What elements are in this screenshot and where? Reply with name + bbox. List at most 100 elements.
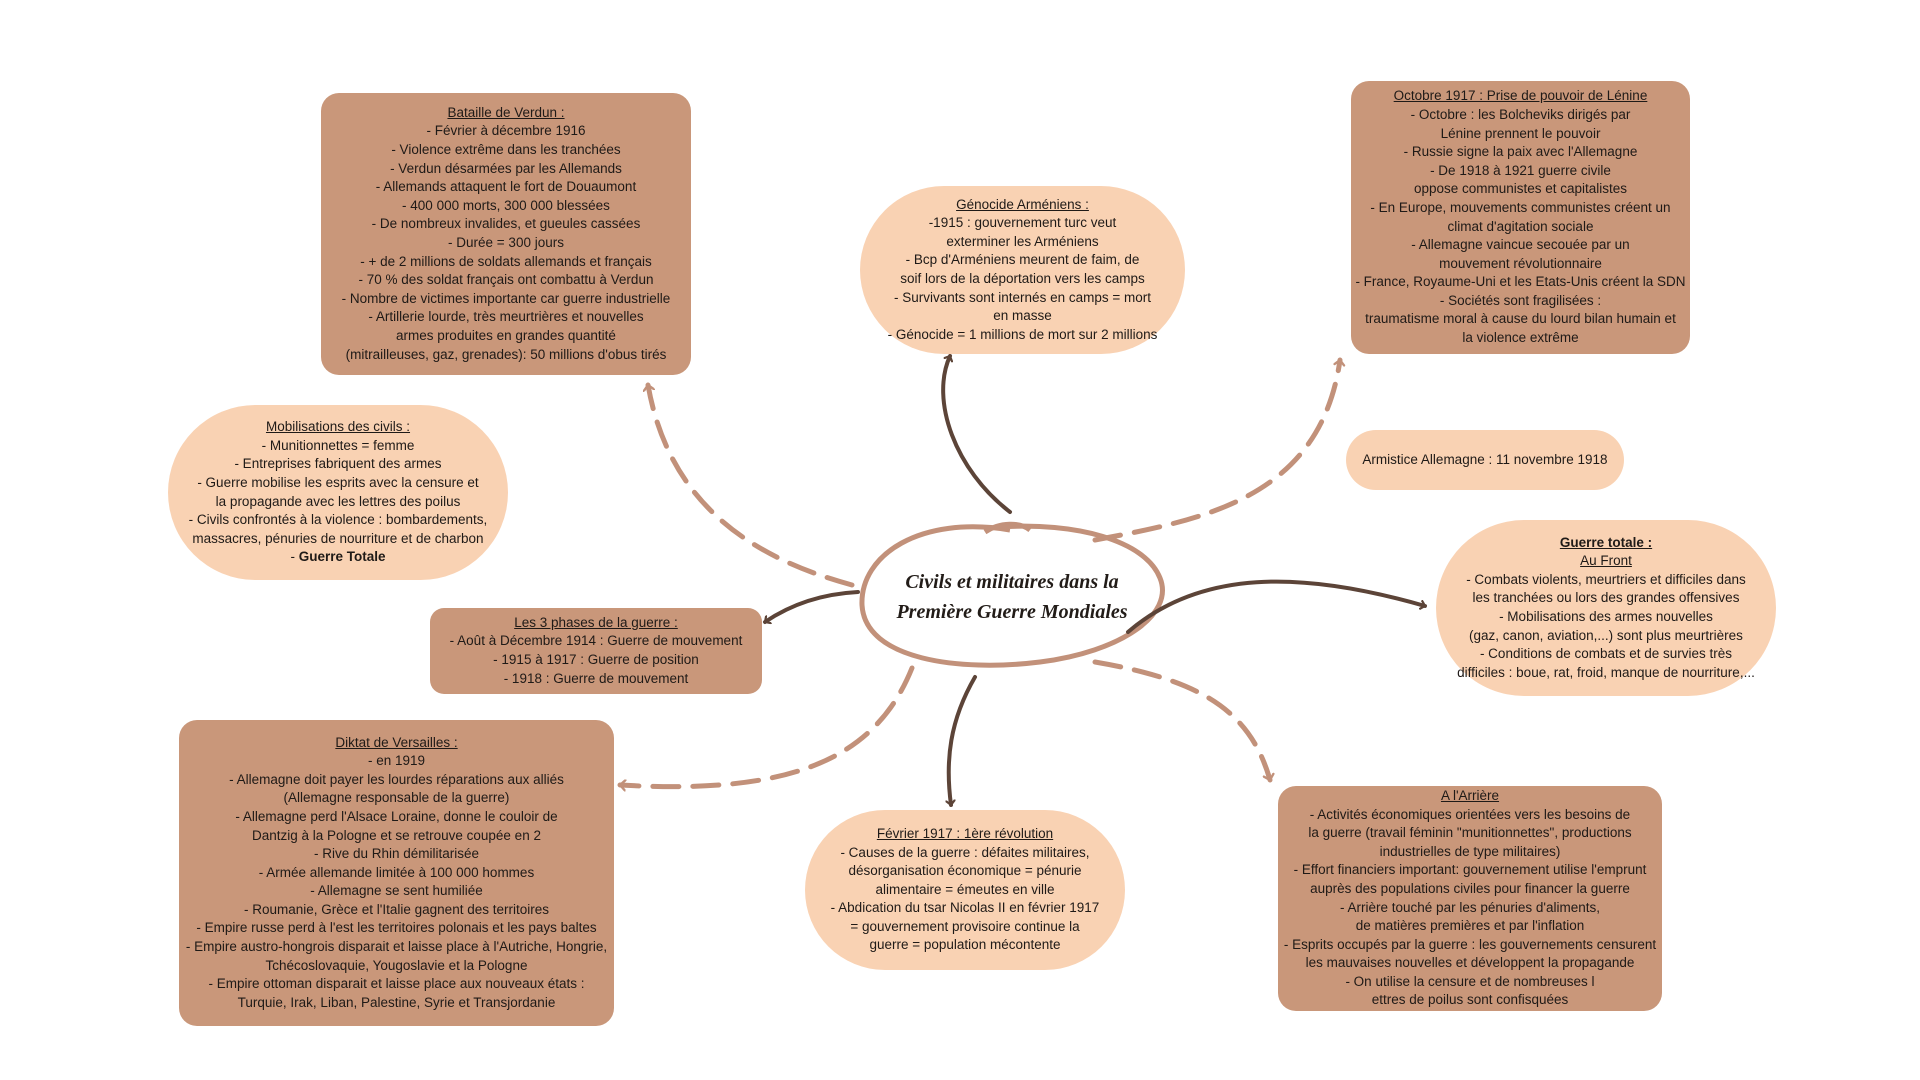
box-line: alimentaire = émeutes en ville bbox=[875, 881, 1055, 897]
box-title: Octobre 1917 : Prise de pouvoir de Lénin… bbox=[1393, 88, 1648, 104]
box-line: - Civils confrontés à la violence : bomb… bbox=[188, 512, 488, 528]
box-line: - 70 % des soldat français ont combattu … bbox=[358, 272, 654, 288]
box-title: Diktat de Versailles : bbox=[335, 734, 458, 750]
box-line: désorganisation économique = pénurie bbox=[848, 863, 1082, 879]
box-line-bold: Guerre Totale bbox=[298, 549, 386, 565]
box-line: - Entreprises fabriquent des armes bbox=[234, 456, 442, 472]
box-line: - Roumanie, Grèce et l'Italie gagnent de… bbox=[244, 901, 549, 917]
box-line: soif lors de la déportation vers les cam… bbox=[900, 271, 1145, 286]
box-line: climat d'agitation sociale bbox=[1447, 218, 1594, 234]
box-line: - Rive du Rhin démilitarisée bbox=[313, 846, 480, 862]
box-line: massacres, pénuries de nourriture et de … bbox=[192, 530, 484, 546]
box-line-prefix: - bbox=[290, 549, 299, 565]
box-line: - 1918 : Guerre de mouvement bbox=[503, 670, 689, 686]
box-line: - Munitionnettes = femme bbox=[261, 437, 415, 453]
box-line-last: - Guerre Totale bbox=[290, 548, 385, 567]
box-line: la violence extrême bbox=[1462, 330, 1579, 346]
box-line: industrielles de type militaires) bbox=[1379, 843, 1561, 859]
central-topic: Civils et militaires dans la Première Gu… bbox=[862, 532, 1162, 662]
box-line: - Allemagne se sent humiliée bbox=[310, 883, 483, 899]
arrow-to-diktat bbox=[617, 665, 915, 787]
box-line: les mauvaises nouvelles et développent l… bbox=[1305, 955, 1635, 971]
box-line: - Allemands attaquent le fort de Douaumo… bbox=[375, 179, 637, 195]
box-line: la guerre (travail féminin "munitionnett… bbox=[1308, 825, 1632, 841]
arrow-to-fevrier bbox=[949, 675, 977, 807]
box-line: - Allemagne doit payer les lourdes répar… bbox=[229, 771, 564, 787]
box-line: (Allemagne responsable de la guerre) bbox=[283, 790, 510, 806]
box-line: mouvement révolutionnaire bbox=[1439, 255, 1602, 271]
box-line: - Allemagne perd l'Alsace Loraine, donne… bbox=[235, 808, 558, 824]
box-title: Les 3 phases de la guerre : bbox=[514, 614, 678, 630]
box-line: auprès des populations civiles pour fina… bbox=[1310, 880, 1630, 896]
box-arriere: A l'Arrière - Activités économiques orie… bbox=[1278, 786, 1662, 1011]
box-diktat: Diktat de Versailles : - en 1919 - Allem… bbox=[179, 720, 614, 1026]
box-line: (mitrailleuses, gaz, grenades): 50 milli… bbox=[345, 346, 667, 362]
box-line: - 1915 à 1917 : Guerre de position bbox=[493, 652, 699, 667]
box-line: (gaz, canon, aviation,...) sont plus meu… bbox=[1469, 627, 1743, 643]
box-line: - Artillerie lourde, très meurtrières et… bbox=[368, 309, 644, 325]
box-line: - Guerre mobilise les esprits avec la ce… bbox=[197, 474, 479, 490]
box-text: Armistice Allemagne : 11 novembre 1918 bbox=[1362, 451, 1608, 467]
box-line: - Russie signe la paix avec l'Allemagne bbox=[1403, 144, 1638, 160]
box-line: - Sociétés sont fragilisées : bbox=[1439, 292, 1602, 308]
box-line: = gouvernement provisoire continue la bbox=[850, 918, 1080, 934]
arrow-to-genocide bbox=[941, 354, 1012, 514]
box-line: ettres de poilus sont confisquées bbox=[1371, 992, 1569, 1008]
box-title: Mobilisations des civils : bbox=[265, 419, 411, 435]
box-verdun: Bataille de Verdun : - Février à décembr… bbox=[321, 93, 691, 375]
box-line: les tranchées ou lors des grandes offens… bbox=[1472, 590, 1740, 606]
box-line: - en 1919 bbox=[367, 753, 426, 769]
box-line: la propagande avec les lettres des poilu… bbox=[215, 493, 461, 509]
box-line: - De nombreux invalides, et gueules cass… bbox=[371, 216, 641, 232]
box-line: Tchécoslovaquie, Yougoslavie et la Polog… bbox=[265, 957, 528, 973]
box-line: - Octobre : les Bolcheviks dirigés par bbox=[1410, 106, 1631, 122]
box-line: - Allemagne vaincue secouée par un bbox=[1411, 237, 1630, 253]
center-outline bbox=[859, 521, 1165, 668]
box-guerre-totale: Guerre totale : Au Front - Combats viole… bbox=[1436, 520, 1776, 696]
box-title: Guerre totale : bbox=[1559, 534, 1653, 550]
box-title: Génocide Arméniens : bbox=[956, 196, 1089, 212]
box-line: - En Europe, mouvements communistes crée… bbox=[1370, 199, 1671, 215]
central-topic-line-2: Première Guerre Mondiales bbox=[896, 601, 1128, 623]
box-line: Lénine prennent le pouvoir bbox=[1440, 125, 1601, 141]
box-line: - Combats violents, meurtriers et diffic… bbox=[1466, 571, 1746, 587]
box-line: traumatisme moral à cause du lourd bilan… bbox=[1365, 311, 1676, 327]
box-line: - France, Royaume-Uni et les Etats-Unis … bbox=[1355, 274, 1686, 290]
box-line: - + de 2 millions de soldats allemands e… bbox=[360, 253, 652, 269]
arrow-to-guerre-totale bbox=[1126, 579, 1427, 634]
box-line: de matières premières et par l'inflation bbox=[1355, 918, 1585, 934]
box-line: - Armée allemande limitée à 100 000 homm… bbox=[258, 864, 535, 880]
box-line: guerre = population mécontente bbox=[869, 937, 1061, 953]
box-line: Dantzig à la Pologne et se retrouve coup… bbox=[252, 827, 541, 843]
box-line: - Nombre de victimes importante car guer… bbox=[341, 290, 671, 306]
box-genocide: Génocide Arméniens : -1915 : gouvernemen… bbox=[860, 186, 1185, 354]
box-subtitle: Au Front bbox=[1580, 553, 1632, 569]
box-line: - Activités économiques orientées vers l… bbox=[1309, 806, 1631, 822]
box-title: A l'Arrière bbox=[1440, 787, 1500, 803]
box-line: armes produites en grandes quantité bbox=[396, 327, 616, 343]
box-fevrier: Février 1917 : 1ère révolution - Causes … bbox=[805, 810, 1125, 970]
central-topic-line-1: Civils et militaires dans la bbox=[905, 571, 1119, 593]
box-line: -1915 : gouvernement turc veut bbox=[928, 215, 1117, 231]
box-line: - Abdication du tsar Nicolas II en févri… bbox=[830, 900, 1100, 916]
box-line: - Empire austro-hongrois disparait et la… bbox=[185, 939, 608, 955]
box-armistice: Armistice Allemagne : 11 novembre 1918 bbox=[1346, 430, 1624, 490]
box-line: en masse bbox=[993, 308, 1052, 324]
box-line: - Août à Décembre 1914 : Guerre de mouve… bbox=[449, 633, 743, 649]
box-line: exterminer les Arméniens bbox=[946, 233, 1099, 249]
arrow-to-octobre bbox=[1092, 357, 1340, 543]
arrow-to-arriere bbox=[1092, 659, 1270, 783]
box-line: - Causes de la guerre : défaites militai… bbox=[840, 844, 1090, 860]
box-line: - Conditions de combats et de survies tr… bbox=[1479, 646, 1733, 662]
box-line: - Génocide = 1 millions de mort sur 2 mi… bbox=[887, 326, 1158, 342]
box-line: - 400 000 morts, 300 000 blessées bbox=[402, 197, 610, 213]
box-line: - Verdun désarmées par les Allemands bbox=[390, 160, 622, 176]
box-line: - Durée = 300 jours bbox=[448, 235, 564, 250]
box-line: - Esprits occupés par la guerre : les go… bbox=[1283, 936, 1657, 952]
box-title: Février 1917 : 1ère révolution bbox=[876, 825, 1054, 841]
box-line: - De 1918 à 1921 guerre civile bbox=[1430, 162, 1611, 178]
arrow-to-verdun bbox=[648, 382, 855, 588]
box-line: - Empire ottoman disparait et laisse pla… bbox=[208, 976, 585, 992]
arrow-to-phases bbox=[763, 590, 860, 622]
box-line: oppose communistes et capitalistes bbox=[1413, 181, 1628, 197]
